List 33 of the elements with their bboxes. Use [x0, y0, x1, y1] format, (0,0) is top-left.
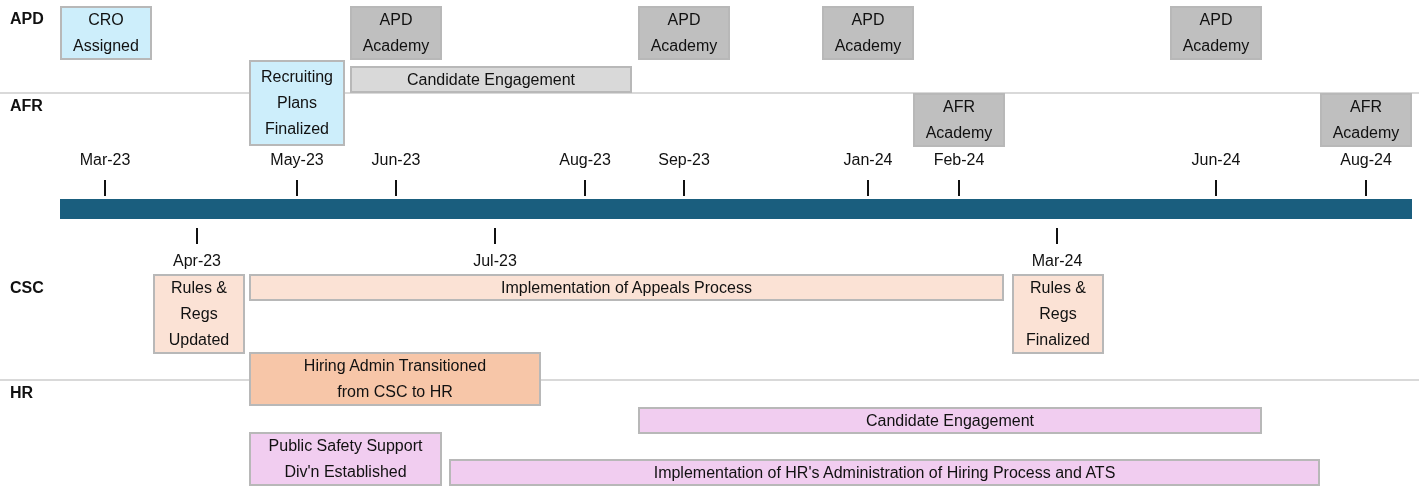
date-label: Apr-23	[173, 252, 221, 270]
milestone-box: APD Academy	[1170, 6, 1262, 60]
date-label: Sep-23	[658, 151, 710, 169]
milestone-box: Rules & Regs Updated	[153, 274, 245, 354]
row-label: APD	[10, 10, 44, 28]
milestone-box: CRO Assigned	[60, 6, 152, 60]
row-label: HR	[10, 384, 34, 402]
milestone-box: Recruiting Plans Finalized	[249, 60, 345, 146]
milestone-box: Implementation of Appeals Process	[249, 274, 1004, 301]
date-label: Mar-24	[1031, 252, 1083, 270]
timeline-bar	[60, 199, 1412, 219]
date-label: Jun-23	[371, 151, 421, 169]
row-label: CSC	[10, 279, 44, 297]
date-label: Mar-23	[79, 151, 131, 169]
milestone-box: Implementation of HR's Administration of Hiring Process and ATS	[449, 459, 1320, 486]
date-label: Aug-24	[1340, 151, 1392, 169]
milestone-box: AFR Academy	[1320, 93, 1412, 147]
date-label: Feb-24	[933, 151, 985, 169]
date-label: Aug-23	[559, 151, 611, 169]
milestone-box: Candidate Engagement	[350, 66, 632, 93]
date-label: Jun-24	[1191, 151, 1241, 169]
milestone-box: APD Academy	[822, 6, 914, 60]
milestone-box: Public Safety Support Div'n Established	[249, 432, 442, 486]
date-label: Jul-23	[473, 252, 517, 270]
date-label: May-23	[270, 151, 324, 169]
milestone-box: Hiring Admin Transitioned from CSC to HR	[249, 352, 541, 406]
milestone-box: APD Academy	[638, 6, 730, 60]
milestone-box: Candidate Engagement	[638, 407, 1262, 434]
milestone-box: AFR Academy	[913, 93, 1005, 147]
date-label: Jan-24	[843, 151, 893, 169]
milestone-box: APD Academy	[350, 6, 442, 60]
row-label: AFR	[10, 97, 43, 115]
milestone-box: Rules & Regs Finalized	[1012, 274, 1104, 354]
